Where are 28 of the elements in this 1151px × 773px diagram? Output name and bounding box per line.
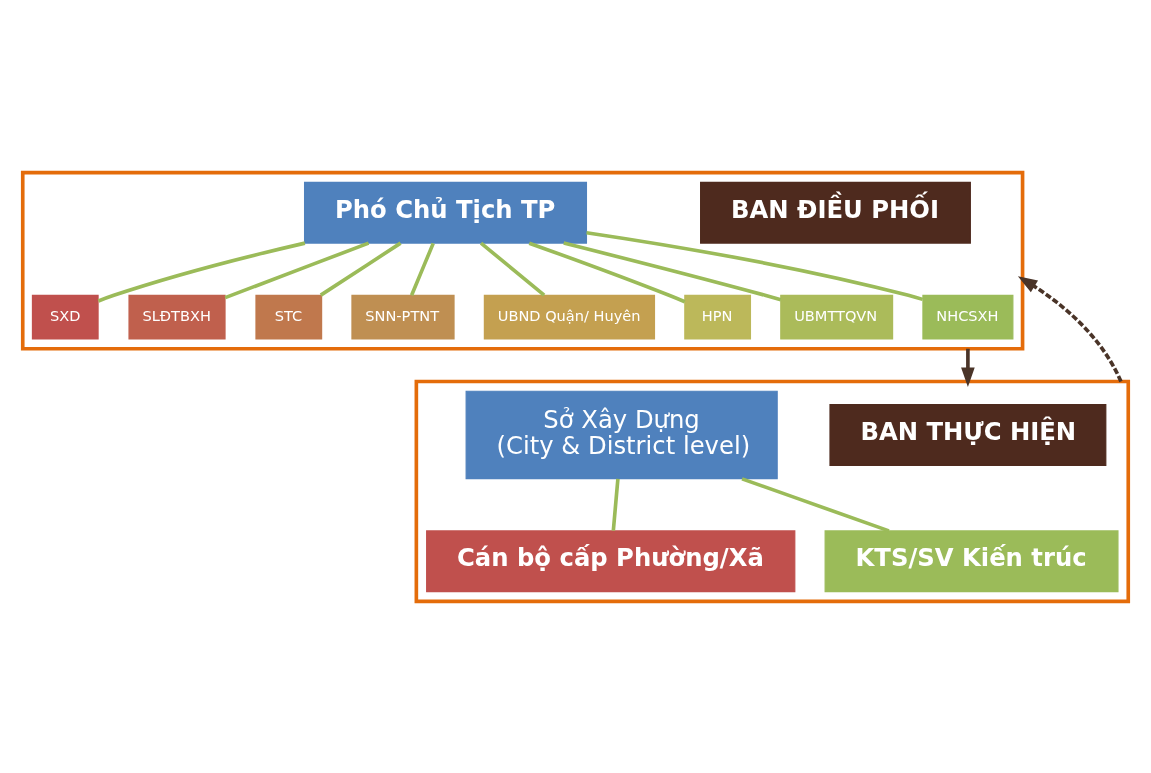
connector <box>611 478 620 531</box>
arrow <box>961 348 975 387</box>
cluster <box>414 379 1131 603</box>
connector <box>409 242 435 296</box>
connector <box>224 240 370 299</box>
connector <box>479 241 546 296</box>
node-box: UBND Quận/ Huyên <box>483 294 656 340</box>
connector <box>741 476 890 533</box>
connector <box>563 240 782 301</box>
node-box: KTS/SV Kiến trúc <box>824 529 1119 592</box>
connector <box>97 240 306 303</box>
node-box: SLĐTBXH <box>128 294 226 340</box>
node-box: Cán bộ cấp Phường/Xã <box>426 529 796 592</box>
cluster <box>20 170 1025 351</box>
node-box: STC <box>255 294 323 340</box>
node-box: Sở Xây Dựng (City & District level) <box>465 390 778 479</box>
connector <box>586 230 924 301</box>
node-box: NHCSXH <box>922 294 1014 340</box>
node-box: SXD <box>31 294 99 340</box>
node-box: BAN ĐIỀU PHỐI <box>700 181 971 244</box>
connector <box>528 240 686 303</box>
arrow <box>1017 275 1123 382</box>
node-box: UBMTTQVN <box>780 294 894 340</box>
node-box: BAN THỰC HIỆN <box>829 403 1107 466</box>
node-box: Phó Chủ Tịch TP <box>304 181 588 244</box>
connector <box>319 241 402 297</box>
node-box: HPN <box>684 294 752 340</box>
node-box: SNN-PTNT <box>351 294 455 340</box>
